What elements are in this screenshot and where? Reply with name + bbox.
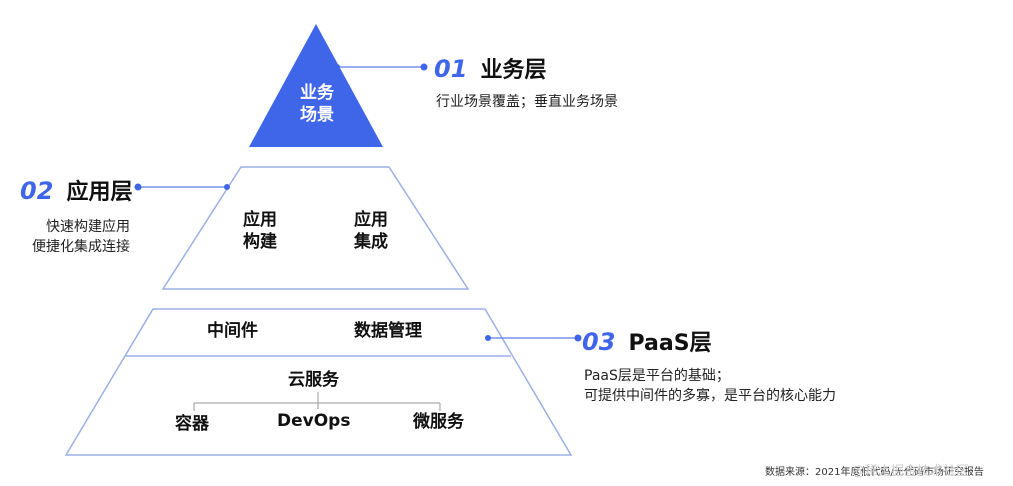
application-layer-description: 快速构建应用 便捷化集成连接 xyxy=(20,217,130,257)
app-integration-line2: 集成 xyxy=(354,232,388,252)
watermark: @稀土掘金技术社区 xyxy=(852,464,970,479)
app-build-line1: 应用 xyxy=(243,210,277,230)
paas-layer-description-line2: 可提供中间件的多寡，是平台的核心能力 xyxy=(584,388,836,404)
paas-layer-number: 03 xyxy=(582,328,616,356)
paas-layer-description: PaaS层是平台的基础； 可提供中间件的多寡，是平台的核心能力 xyxy=(584,366,836,406)
cloud-services-label: 云服务 xyxy=(288,370,339,390)
business-triangle-label: 业务 场景 xyxy=(292,82,342,126)
business-layer-title: 业务层 xyxy=(480,58,547,83)
middleware-item: 中间件 xyxy=(207,321,258,341)
app-build-item: 应用 构建 xyxy=(240,209,280,253)
app-integration-line1: 应用 xyxy=(354,210,388,230)
container-item: 容器 xyxy=(175,414,209,434)
connector-02 xyxy=(134,183,230,191)
business-triangle-label-line2: 场景 xyxy=(300,105,334,125)
application-layer-heading: 02 应用层 xyxy=(20,174,133,206)
application-layer-title: 应用层 xyxy=(66,180,133,205)
paas-layer-heading: 03 PaaS层 xyxy=(582,325,712,357)
cloud-services-tree xyxy=(193,392,441,411)
paas-layer-description-line1: PaaS层是平台的基础； xyxy=(584,368,730,384)
business-layer-triangle xyxy=(249,24,383,147)
microservices-item: 微服务 xyxy=(413,412,464,432)
application-layer-number: 02 xyxy=(20,177,54,205)
connector-03 xyxy=(485,334,582,342)
app-build-line2: 构建 xyxy=(243,232,277,252)
business-layer-number: 01 xyxy=(434,55,468,83)
devops-item: DevOps xyxy=(277,411,351,431)
paas-layer-title: PaaS层 xyxy=(628,331,712,356)
connector-01 xyxy=(334,63,428,71)
business-layer-heading: 01 业务层 xyxy=(434,52,547,84)
business-triangle-label-line1: 业务 xyxy=(300,83,334,103)
source-note: 数据来源：2021年度低代码/无代码市场研究报告 xyxy=(765,467,984,478)
application-layer-description-line1: 快速构建应用 xyxy=(46,219,130,235)
application-layer-trapezoid xyxy=(161,166,470,290)
paas-layer-trapezoid xyxy=(64,308,573,456)
business-layer-description: 行业场景覆盖；垂直业务场景 xyxy=(436,94,618,110)
application-layer-description-line2: 便捷化集成连接 xyxy=(32,239,130,255)
app-integration-item: 应用 集成 xyxy=(351,209,391,253)
data-management-item: 数据管理 xyxy=(354,321,422,341)
